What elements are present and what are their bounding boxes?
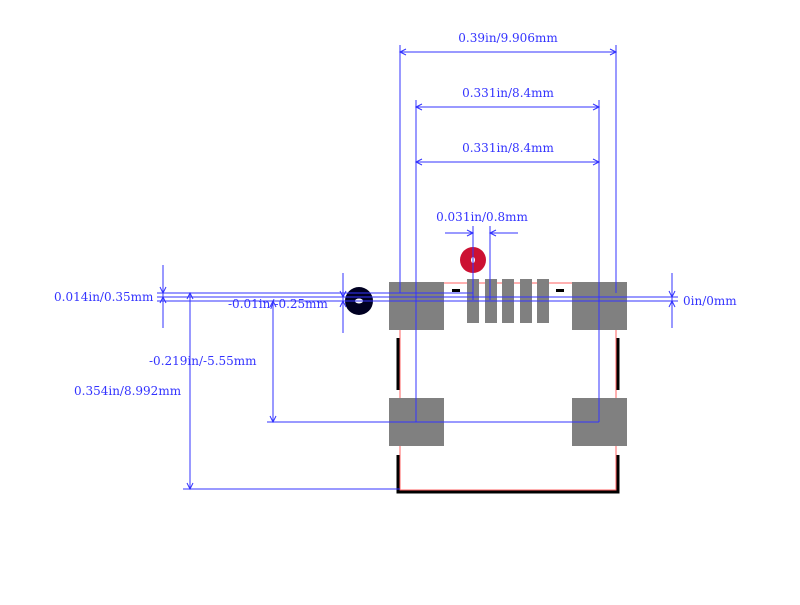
dim-overall-height: 0.354in/8.992mm [74,291,194,491]
dim-center-offset-label: -0.01in/-0.25mm [228,297,329,311]
dim-origin: 0in/0mm [668,273,737,328]
dim-pad-span-2-label: 0.331in/8.4mm [462,141,554,155]
dim-overall-width-label: 0.39in/9.906mm [458,31,558,45]
dim-pad-span-1-label: 0.331in/8.4mm [462,86,554,100]
dim-overall-height-label: 0.354in/8.992mm [74,384,182,398]
silk-tick-right [556,289,564,292]
dim-pin-pitch-label: 0.031in/0.8mm [436,210,528,224]
dim-rear-pad-offset: -0.219in/-5.55mm [149,299,277,424]
silk-tick-left [452,289,460,292]
dim-rear-pad-offset-label: -0.219in/-5.55mm [149,354,257,368]
dim-overall-width: 0.39in/9.906mm [398,31,618,293]
dim-center-offset: -0.01in/-0.25mm [228,273,347,333]
dim-pin-offset-label: 0.014in/0.35mm [54,290,154,304]
dim-pad-span-1: 0.331in/8.4mm [414,86,601,422]
dim-pin-offset: 0.014in/0.35mm [54,265,167,328]
dim-pad-span-2: 0.331in/8.4mm [414,141,601,166]
silkscreen-outline [396,338,620,494]
dim-origin-label: 0in/0mm [683,294,737,308]
dim-pin-pitch: 0.031in/0.8mm [436,210,529,300]
